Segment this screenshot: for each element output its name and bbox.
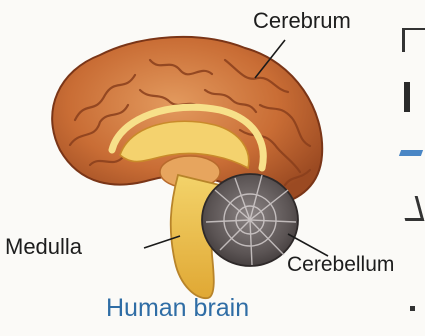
cerebrum-label: Cerebrum <box>253 10 351 32</box>
page-edge-fragment <box>410 306 415 311</box>
cerebellum-label: Cerebellum <box>287 254 394 275</box>
medulla-label: Medulla <box>5 236 82 258</box>
page-edge-fragment <box>399 150 423 156</box>
page-edge-fragment <box>404 82 410 112</box>
page-edge-fragment <box>402 28 425 52</box>
diagram-caption: Human brain <box>106 296 249 321</box>
